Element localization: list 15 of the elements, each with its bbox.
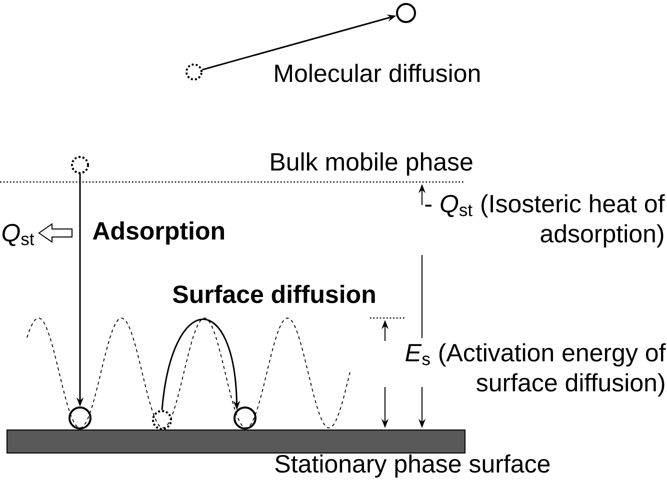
label: - Q$_{st}$ (Isosteric heat of adsorption) <box>425 194 665 248</box>
label: Bulk mobile phase <box>271 152 472 176</box>
particle-circle <box>71 156 89 174</box>
label: Stationary phase surface <box>275 454 550 478</box>
particle-circle <box>396 3 416 23</box>
edge-label: Adsorption <box>92 221 224 245</box>
edge-label: Molecular diffusion <box>275 64 480 82</box>
label: Q$_{st}$ <box>2 224 34 246</box>
edge-label: Surface diffusion <box>172 284 375 304</box>
label: E$_{s}$ (Activation energy of surface diffusion) <box>406 343 666 396</box>
particle-circle <box>152 410 172 430</box>
particle-circle <box>68 406 92 430</box>
particle-circle <box>234 406 256 430</box>
particle-circle <box>186 64 202 80</box>
arrow <box>161 318 240 410</box>
